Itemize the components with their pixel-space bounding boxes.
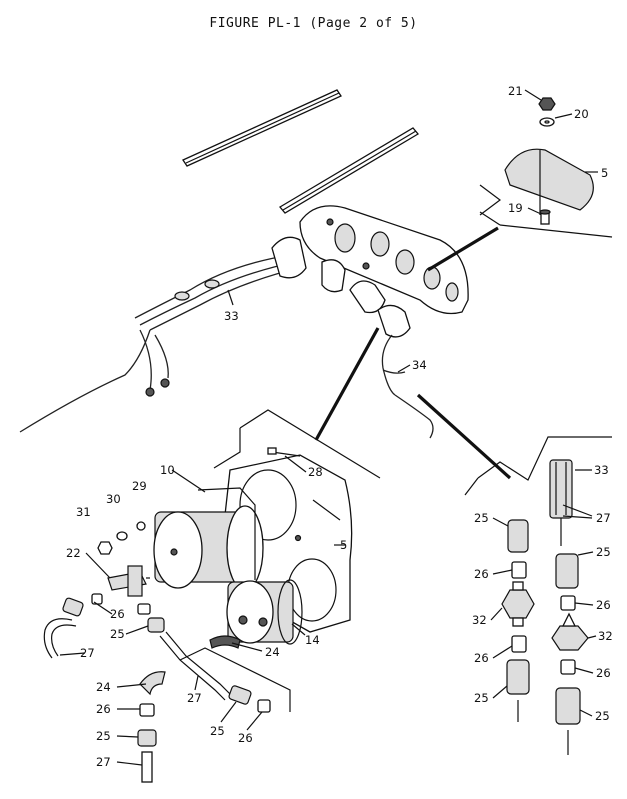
wiring-harness-33 (19, 236, 346, 433)
sleeve-26-r4 (560, 659, 576, 675)
callout-24-b: 24 (265, 645, 280, 659)
callout-5-panel: 5 (340, 538, 347, 552)
gauge-14 (226, 579, 303, 645)
nut-31 (97, 541, 113, 555)
union-32-left (501, 581, 535, 627)
tube-27-mid (159, 631, 231, 701)
socket-connector (349, 280, 411, 338)
callout-25-r3: 25 (596, 545, 611, 559)
harness-tube-33-right (549, 459, 573, 546)
sleeve-26-bottom (139, 703, 155, 717)
leader-bracket (427, 226, 499, 272)
callout-25-r4: 25 (595, 709, 610, 723)
callout-14: 14 (305, 633, 320, 647)
callout-32-l: 32 (472, 613, 487, 627)
callout-26-r2: 26 (474, 651, 489, 665)
instrument-cluster-housing (299, 205, 469, 315)
sleeve-26-mid (137, 603, 151, 615)
clamp-24-upper (209, 635, 241, 649)
callout-27-a: 27 (80, 646, 95, 660)
sleeve-26-bottom-mid (257, 699, 271, 713)
callout-32-r: 32 (598, 629, 613, 643)
tube-27-left (43, 618, 77, 659)
leader-fittings (416, 393, 512, 480)
callout-27-right: 27 (596, 511, 611, 525)
callout-25-r2: 25 (474, 691, 489, 705)
trim-strip-lower (279, 127, 419, 214)
stud-28 (267, 447, 341, 521)
callout-27-b: 27 (187, 691, 202, 705)
nut-25-r3 (555, 553, 579, 589)
nut-25-mid (147, 617, 165, 633)
callout-29: 29 (132, 479, 147, 493)
callout-33-harness: 33 (224, 309, 239, 323)
callout-24-a: 24 (96, 680, 111, 694)
callout-26-a: 26 (110, 607, 125, 621)
callout-19: 19 (508, 201, 523, 215)
callout-25-c: 25 (210, 724, 225, 738)
callout-27-c: 27 (96, 755, 111, 769)
figure-title: FIGURE PL-1 (Page 2 of 5) (209, 16, 418, 31)
wiring-harness-34 (381, 334, 434, 439)
callout-22: 22 (66, 546, 81, 560)
callout-26-c: 26 (238, 731, 253, 745)
bracket-top (504, 148, 594, 215)
nut-21 (538, 97, 556, 111)
gauge-10 (153, 487, 264, 591)
sleeve-26-r1 (511, 561, 527, 579)
nut-25-bottom-mid (228, 685, 252, 705)
screw-19 (539, 209, 551, 225)
callout-5-top: 5 (601, 166, 608, 180)
callout-25-b: 25 (96, 729, 111, 743)
callout-30: 30 (106, 492, 121, 506)
callout-25-a: 25 (110, 627, 125, 641)
callout-labels: 21 20 5 19 33 34 10 28 31 30 29 5 22 26 … (66, 84, 613, 769)
callout-21: 21 (508, 84, 523, 98)
callout-10: 10 (160, 463, 175, 477)
callout-26-r1: 26 (474, 567, 489, 581)
union-32-right (551, 612, 589, 651)
washer-20 (539, 117, 555, 127)
nut-25-r1 (507, 519, 529, 553)
callout-28: 28 (308, 465, 323, 479)
callout-20: 20 (574, 107, 589, 121)
leader-panel (314, 327, 380, 441)
nut-25-bottom (137, 729, 157, 747)
nut-25-r2 (506, 659, 530, 695)
sleeve-26-r3 (560, 595, 576, 611)
callout-26-b: 26 (96, 702, 111, 716)
leader-lines (59, 89, 598, 766)
callout-26-r3: 26 (596, 598, 611, 612)
callout-34: 34 (412, 358, 427, 372)
washer-29 (136, 521, 146, 531)
callout-31: 31 (76, 505, 91, 519)
trim-strip-upper (182, 89, 342, 167)
washer-30 (116, 531, 128, 541)
sleeve-26-r2 (511, 635, 527, 653)
callout-25-r1: 25 (474, 511, 489, 525)
tee-fitting-22 (107, 565, 150, 597)
nut-25-left (62, 597, 84, 617)
tube-27-bottom (141, 751, 153, 783)
elbow-24 (139, 671, 166, 696)
nut-25-r4 (555, 687, 581, 725)
callout-26-r4: 26 (596, 666, 611, 680)
callout-33-right: 33 (594, 463, 609, 477)
sleeve-26-left (91, 593, 103, 605)
